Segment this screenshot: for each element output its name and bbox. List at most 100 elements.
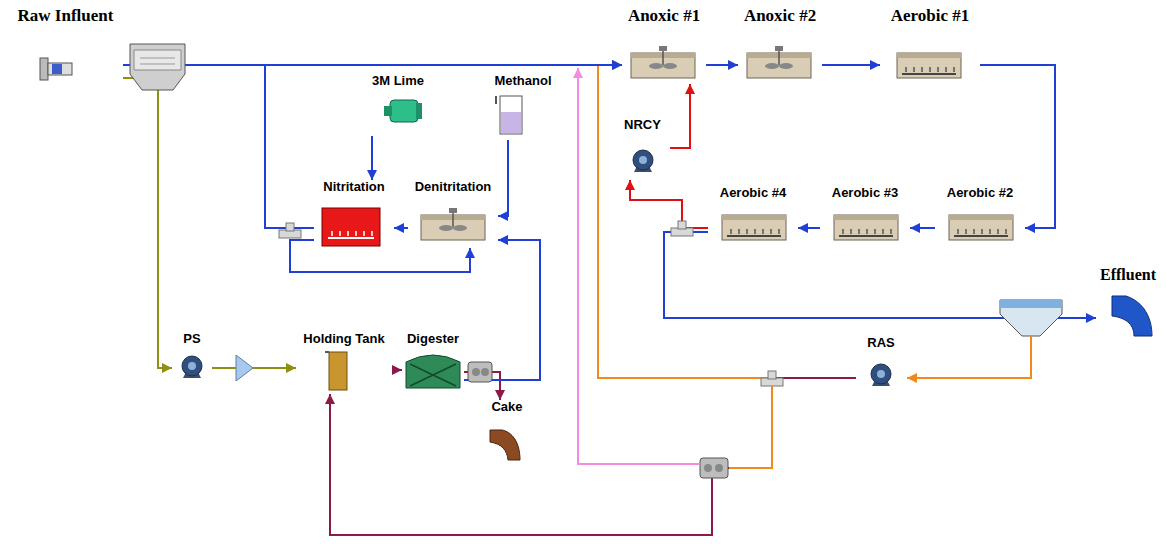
flow-line: [123, 78, 172, 368]
unit-label: Aerobic #1: [880, 6, 980, 26]
unit-label: Aerobic #3: [820, 186, 910, 201]
thickener-unit: [700, 458, 728, 478]
unit-node: Aerobic #2: [935, 186, 1025, 248]
splitter: [279, 223, 301, 238]
unit-node: Aerobic #3: [820, 186, 910, 248]
art-shape: [130, 44, 185, 90]
cyclone-symbol: [236, 355, 253, 381]
art-shape: [1000, 300, 1062, 336]
art-shape: [495, 96, 497, 104]
dewatering-unit: [468, 362, 492, 382]
unit-node: Cake: [482, 400, 532, 464]
art-shape: [501, 112, 521, 133]
unit-label: Raw Influent: [8, 6, 123, 26]
art-shape: [48, 63, 72, 75]
lime-feeder: [384, 100, 422, 122]
unit-node: Denitritation: [408, 180, 498, 248]
unit-label: Aerobic #2: [935, 186, 1025, 201]
flow-line: [706, 64, 738, 66]
unit-label: NRCY: [615, 118, 670, 133]
flow-line: [670, 84, 690, 148]
effluent-icon: [1112, 296, 1152, 336]
art-shape: [329, 352, 347, 390]
unit-label: Holding Tank: [296, 332, 392, 347]
art-shape: [500, 96, 522, 134]
flow-line: [910, 227, 935, 229]
unit-node: 3M Lime: [358, 74, 438, 136]
flow-line: [664, 232, 1096, 318]
methanol-tank: [496, 96, 522, 134]
anoxic-tank: [421, 208, 485, 240]
art-shape: [406, 355, 460, 388]
art-shape: [52, 64, 62, 74]
flow-line: [630, 180, 708, 228]
unit-node: Digester: [402, 332, 464, 394]
underflow-line: [907, 336, 1031, 378]
unit-label: Methanol: [488, 74, 558, 89]
unit-node: Aerobic #4: [708, 186, 798, 248]
art-shape: [416, 103, 422, 119]
art-shape: [468, 362, 492, 382]
art-shape: [325, 351, 329, 353]
unit-node: Anoxic #1: [622, 6, 706, 84]
art-shape: [384, 106, 392, 116]
art-shape: [1112, 296, 1152, 336]
pump-symbol: [871, 364, 891, 386]
unit-node: Effluent: [1096, 266, 1160, 338]
unit-label: Nitritation: [314, 180, 394, 195]
flow-line: [330, 378, 856, 535]
art-shape: [1000, 300, 1062, 308]
aerobic-tank: [949, 215, 1013, 240]
unit-label: 3M Lime: [358, 74, 438, 89]
unit-label: Digester: [402, 332, 464, 347]
unit-node: Methanol: [488, 74, 558, 140]
art-shape: [322, 208, 380, 246]
art-shape: [332, 231, 372, 236]
unit-node: Anoxic #2: [738, 6, 822, 84]
cake-icon: [490, 430, 520, 460]
art-shape: [140, 58, 175, 64]
unit-node: Raw Influent: [8, 6, 123, 84]
art-shape: [134, 50, 181, 70]
unit-label: Anoxic #1: [622, 6, 706, 26]
was-line: [729, 386, 772, 468]
flow-line: [371, 136, 373, 180]
splitter: [671, 221, 693, 236]
unit-label: Effluent: [1096, 266, 1160, 284]
anoxic-tank: [631, 46, 695, 78]
art-shape: [472, 368, 480, 376]
flow-line: [392, 369, 402, 371]
unit-node: Nitritation: [314, 180, 394, 252]
art-shape: [328, 237, 374, 239]
flow-line: [464, 240, 540, 380]
pump-symbol: [182, 356, 202, 378]
art-shape: [700, 458, 728, 478]
unit-node: Holding Tank: [296, 332, 392, 394]
flow-line: [980, 65, 1055, 228]
unit-label: Denitritation: [408, 180, 498, 195]
flow-line: [212, 367, 296, 369]
art-shape: [390, 100, 418, 122]
art-shape: [40, 58, 48, 80]
art-shape: [704, 464, 712, 472]
aerobic-tank: [834, 215, 898, 240]
splitter: [761, 371, 783, 386]
pump-symbol: [633, 150, 653, 172]
holding-tank: [325, 352, 347, 390]
influent-icon: [40, 58, 72, 80]
flow-line: [598, 65, 856, 378]
aerobic-tank: [897, 53, 961, 78]
unit-node: RAS: [856, 336, 906, 392]
art-shape: [715, 464, 723, 472]
flow-line: [822, 64, 880, 66]
flow-line: [265, 65, 622, 228]
unit-node: PS: [172, 332, 212, 384]
unit-node: NRCY: [615, 118, 670, 180]
unit-label: Cake: [482, 400, 532, 415]
art-shape: [481, 368, 489, 376]
anoxic-tank: [747, 46, 811, 78]
unit-label: PS: [172, 332, 212, 347]
primary-clarifier: [130, 44, 185, 90]
